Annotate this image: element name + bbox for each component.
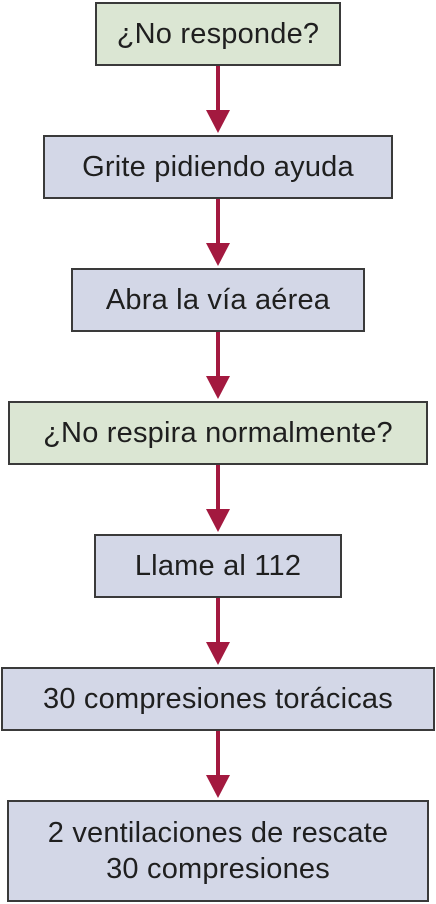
flow-arrow <box>206 465 230 532</box>
step-unresponsive-box: ¿No responde? <box>95 2 341 66</box>
step-rescue-breaths-label-line-1: 2 ventilaciones de rescate <box>47 817 389 849</box>
step-rescue-breaths-label-line-2: 30 compresiones <box>106 853 330 885</box>
flow-arrow <box>206 199 230 266</box>
step-not-breathing-label: ¿No respira normalmente? <box>43 417 393 449</box>
step-unresponsive-label: ¿No responde? <box>116 18 320 50</box>
step-rescue-breaths-box: 2 ventilaciones de rescate 30 compresion… <box>7 800 429 902</box>
step-chest-compressions-label: 30 compresiones torácicas <box>43 683 393 715</box>
step-shout-for-help-label: Grite pidiendo ayuda <box>82 151 354 183</box>
step-shout-for-help-box: Grite pidiendo ayuda <box>43 135 393 199</box>
step-not-breathing-box: ¿No respira normalmente? <box>8 401 428 465</box>
flow-arrow <box>206 332 230 399</box>
step-open-airway-label: Abra la vía aérea <box>105 284 331 316</box>
flow-arrow <box>206 66 230 133</box>
step-chest-compressions-box: 30 compresiones torácicas <box>1 667 435 731</box>
flow-arrow <box>206 731 230 798</box>
flow-arrow <box>206 598 230 665</box>
step-call-112-box: Llame al 112 <box>94 534 342 598</box>
step-call-112-label: Llame al 112 <box>134 550 302 582</box>
step-open-airway-box: Abra la vía aérea <box>71 268 365 332</box>
